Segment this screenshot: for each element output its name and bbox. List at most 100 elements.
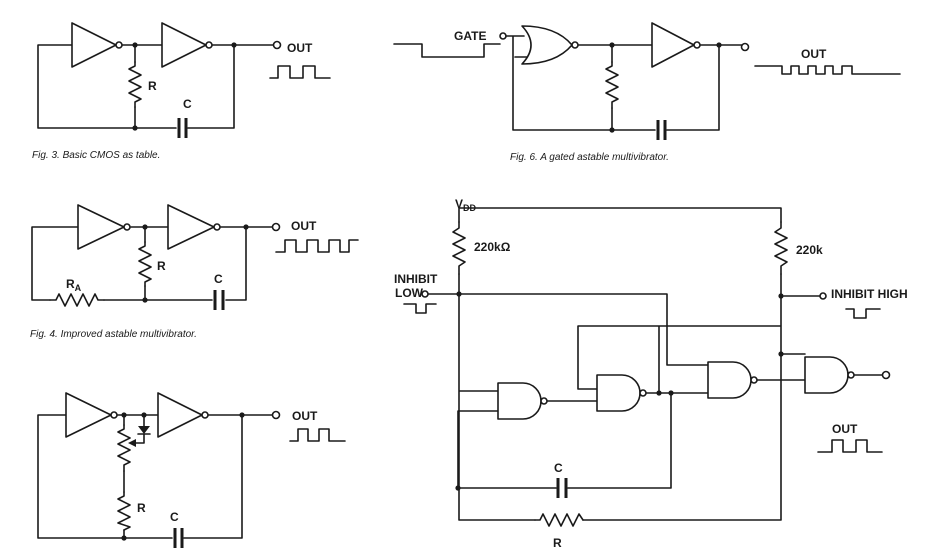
fig4-inverter-1	[77, 204, 125, 250]
fig4-inverter-1-bubble	[123, 223, 131, 231]
fig5-output-waveform	[289, 428, 346, 442]
fig4-junction	[142, 224, 148, 230]
fig7-r-label: R	[553, 536, 562, 550]
fig7-junction	[656, 390, 662, 396]
fig6-wires	[505, 35, 743, 131]
fig3-junction	[132, 125, 138, 131]
fig7-junction	[778, 351, 784, 357]
fig4-junction	[243, 224, 249, 230]
fig3-output-terminal	[272, 40, 282, 50]
fig6-nor-gate	[521, 25, 573, 65]
fig4-inverter-2	[167, 204, 215, 250]
fig3-c-label: C	[183, 97, 192, 111]
fig6-junction	[716, 42, 722, 48]
fig6-output-terminal	[740, 42, 750, 52]
fig4-r-label: R	[157, 259, 166, 273]
fig6-inverter	[651, 22, 695, 68]
fig3-capacitor-c	[177, 118, 188, 138]
fig3-junction	[231, 42, 237, 48]
fig7-nand-1-bubble	[540, 397, 548, 405]
fig6-gate-label: GATE	[454, 29, 486, 43]
fig7-inhibit-low-label-2: LOW	[395, 286, 424, 300]
fig5-junction	[121, 412, 127, 418]
fig7-inhibit-high-terminal	[819, 292, 827, 300]
fig7-nand-gate-4	[804, 356, 849, 394]
fig7-inhibit-high-label: INHIBIT HIGH	[831, 287, 908, 301]
fig6-gate-waveform	[393, 43, 501, 58]
fig4-resistor-r	[138, 241, 152, 287]
fig6-out-label: OUT	[801, 47, 827, 61]
fig5-r-label: R	[137, 501, 146, 515]
fig7-output-waveform	[817, 439, 883, 453]
fig7-inhibit-low-waveform	[403, 303, 437, 314]
fig7-junction	[668, 390, 674, 396]
fig7-inhibit-low-label-1: INHIBIT	[394, 272, 438, 286]
fig5-junction	[239, 412, 245, 418]
fig7-c-label: C	[554, 461, 563, 475]
fig3-resistor-r	[128, 61, 142, 108]
fig7-output-terminal	[881, 370, 891, 380]
fig7-nand-gate-2	[596, 374, 641, 412]
fig7-out-label: OUT	[832, 422, 858, 436]
fig7-r2-label: 220k	[796, 243, 823, 257]
fig4-caption: Fig. 4. Improved astable multivibrator.	[30, 329, 197, 340]
fig7-capacitor-c	[556, 478, 568, 498]
fig6-junction	[609, 127, 615, 133]
fig5-c-label: C	[170, 510, 179, 524]
fig6-caption: Fig. 6. A gated astable multivibrator.	[510, 152, 669, 163]
fig7-nand-gate-3	[707, 361, 752, 399]
fig6-inverter-bubble	[693, 41, 701, 49]
fig6-capacitor	[656, 120, 667, 140]
fig7-nand-2-bubble	[639, 389, 647, 397]
fig5-capacitor-c	[173, 528, 184, 548]
fig4-output-waveform	[275, 239, 359, 253]
fig5-pot-wiper-arrow	[128, 439, 136, 447]
fig5-junction	[141, 412, 147, 418]
fig4-ra-label: RA	[66, 277, 82, 293]
fig6-output-waveform	[754, 65, 901, 75]
fig6-junction	[609, 42, 615, 48]
fig5-diode	[137, 426, 151, 435]
fig5-inverter-1-bubble	[110, 411, 118, 419]
fig3-junction	[132, 42, 138, 48]
fig3-out-label: OUT	[287, 41, 313, 55]
fig7-r1-label: 220kΩ	[474, 240, 511, 254]
fig3-output-waveform	[269, 65, 331, 79]
fig7-nand-3-bubble	[750, 376, 758, 384]
fig5-inverter-2	[157, 392, 203, 438]
fig4-capacitor-c	[213, 290, 225, 310]
fig4-inverter-2-bubble	[213, 223, 221, 231]
fig7-resistor-220k	[774, 221, 788, 275]
fig7-resistor-r	[534, 513, 584, 527]
fig3-inverter-2-bubble	[205, 41, 213, 49]
fig6-circuit: GATE OUT Fig. 6. A gated astable multivi…	[393, 22, 901, 163]
fig4-junction	[142, 297, 148, 303]
fig7-junction	[778, 293, 784, 299]
fig6-gate-terminal	[499, 32, 507, 40]
fig7-nand-gate-1	[497, 382, 542, 420]
fig7-wires	[427, 207, 884, 521]
fig7-junction	[455, 485, 461, 491]
fig7-nand-4-bubble	[847, 371, 855, 379]
fig3-r-label: R	[148, 79, 157, 93]
fig5-out-label: OUT	[292, 409, 318, 423]
fig3-inverter-2	[161, 22, 207, 68]
fig6-nor-bubble	[571, 41, 579, 49]
fig7-vdd-label: VDD	[455, 197, 477, 213]
fig7-resistor-220k-omega	[452, 221, 466, 275]
fig5-inverter-1	[65, 392, 112, 438]
fig7-inhibit-high-waveform	[845, 308, 881, 319]
fig7-inhibit-low-terminal	[421, 290, 429, 298]
fig3-inverter-1-bubble	[115, 41, 123, 49]
fig4-output-terminal	[271, 222, 281, 232]
fig4-c-label: C	[214, 272, 223, 286]
fig5-output-terminal	[271, 410, 281, 420]
fig6-resistor	[605, 61, 619, 109]
fig5-circuit: R C OUT	[37, 392, 346, 548]
fig3-caption: Fig. 3. Basic CMOS as table.	[32, 150, 160, 161]
fig3-wires	[37, 44, 275, 129]
fig5-potentiometer	[117, 424, 131, 472]
fig7-junction	[456, 291, 462, 297]
